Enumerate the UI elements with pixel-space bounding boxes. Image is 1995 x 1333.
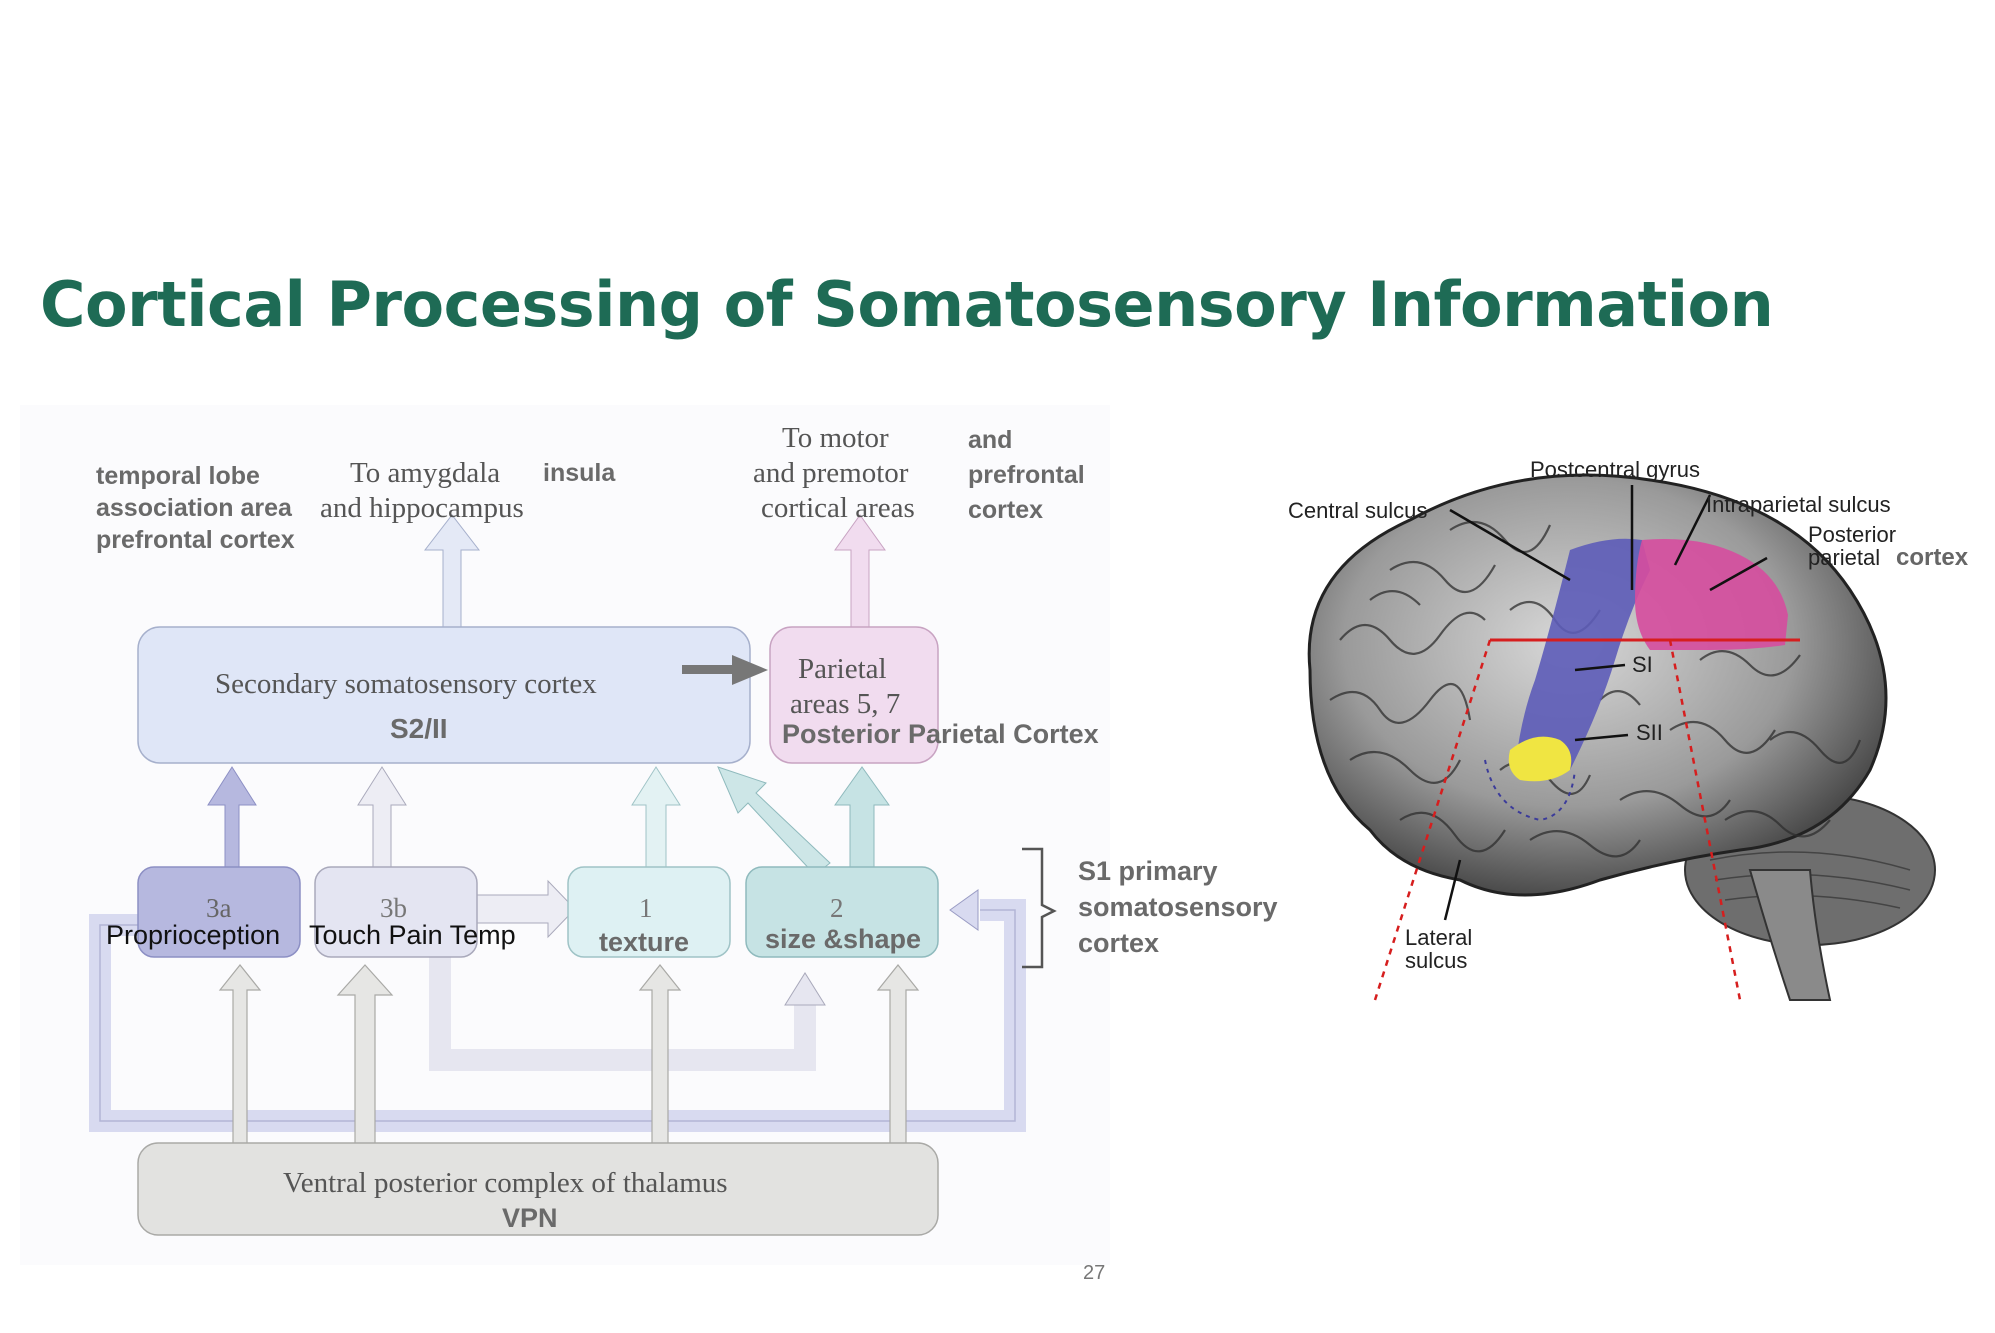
proprioception-label: Proprioception bbox=[106, 920, 281, 950]
area-2-box bbox=[745, 866, 939, 958]
motor-label-line2: and premotor bbox=[753, 457, 909, 489]
lateral-sulcus-label-line2: sulcus bbox=[1405, 948, 1468, 973]
central-sulcus-label: Central sulcus bbox=[1288, 498, 1428, 523]
arrow-s2-up bbox=[423, 514, 481, 632]
motor-label-line1: To motor bbox=[782, 422, 889, 454]
flow-diagram: temporal lobe association area prefronta… bbox=[20, 405, 1278, 1265]
leader-lines bbox=[1443, 485, 1768, 921]
touch-pain-temp-label: Touch Pain Temp bbox=[309, 920, 516, 950]
posterior-parietal-label-line2: parietal bbox=[1808, 545, 1881, 570]
thalamus-box-label: Ventral posterior complex of thalamus bbox=[283, 1167, 728, 1199]
sii-label: SII bbox=[1636, 720, 1663, 745]
feedback-arrowhead bbox=[949, 889, 979, 931]
area-3a-label: 3a bbox=[206, 893, 232, 923]
page-number: 27 bbox=[1083, 1262, 1106, 1284]
note-temporal: temporal lobe association area prefronta… bbox=[96, 460, 295, 556]
area-1-box bbox=[567, 866, 731, 958]
posterior-parietal-cortex-label: cortex bbox=[1896, 544, 1969, 571]
s1-note: S1 primary somatosensory cortex bbox=[1078, 853, 1278, 961]
amygdala-label-line1: To amygdala bbox=[350, 457, 501, 489]
thalamus-box bbox=[137, 1142, 939, 1236]
note-prefrontal-line2: prefrontal bbox=[968, 461, 1085, 489]
motor-label-line3: cortical areas bbox=[761, 492, 915, 524]
s1-bracket bbox=[1022, 847, 1057, 969]
note-temporal-line1: temporal lobe bbox=[96, 462, 260, 490]
parietal-label-line1: Parietal bbox=[798, 653, 887, 685]
brainstem bbox=[1748, 869, 1832, 1001]
sii-region bbox=[1508, 736, 1572, 782]
amygdala-label-line2: and hippocampus bbox=[320, 492, 524, 524]
loop-3b-to-2 bbox=[429, 953, 816, 1071]
note-temporal-line3: prefrontal cortex bbox=[96, 526, 295, 554]
note-temporal-line2: association area bbox=[96, 494, 292, 522]
parietal-box bbox=[769, 626, 939, 764]
secondary-box-label: Secondary somatosensory cortex bbox=[215, 668, 597, 700]
area-2-label: 2 bbox=[830, 893, 844, 923]
brain-illustration: Postcentral gyrus Central sulcus Intrapa… bbox=[1270, 440, 1990, 1020]
s1-note-line2: somatosensory bbox=[1078, 892, 1278, 922]
page-title: Cortical Processing of Somatosensory Inf… bbox=[40, 268, 1774, 341]
area-3b-label: 3b bbox=[380, 893, 407, 923]
texture-label: texture bbox=[599, 927, 690, 957]
note-prefrontal-line1: and bbox=[968, 426, 1013, 454]
note-prefrontal-line3: cortex bbox=[968, 496, 1044, 524]
s2-box bbox=[137, 626, 751, 764]
size-shape-label: size &shape bbox=[765, 924, 922, 954]
note-prefrontal: and prefrontal cortex bbox=[968, 423, 1085, 528]
postcentral-gyrus-label: Postcentral gyrus bbox=[1530, 457, 1700, 482]
parietal-label-line2: areas 5, 7 bbox=[790, 688, 901, 720]
arrow-3b-up bbox=[357, 766, 407, 872]
si-label: SI bbox=[1632, 652, 1653, 677]
s1-note-line3: cortex bbox=[1078, 928, 1160, 958]
area-1-label: 1 bbox=[639, 893, 653, 923]
gyri-texture bbox=[1329, 520, 1862, 858]
area-3a-box bbox=[137, 866, 301, 958]
intraparietal-sulcus-label: Intraparietal sulcus bbox=[1706, 492, 1891, 517]
arrow-1-up bbox=[631, 766, 681, 872]
arrow-2-to-s2 bbox=[717, 766, 831, 876]
secondary-abbrev: S2/II bbox=[390, 713, 448, 744]
lateral-sulcus-label-line1: Lateral bbox=[1405, 925, 1473, 950]
flow-diagram-graphics bbox=[89, 514, 1057, 1236]
arrow-s2-to-parietal bbox=[732, 655, 768, 685]
posterior-parietal-label: Posterior Parietal Cortex bbox=[782, 719, 1099, 749]
si-region bbox=[1515, 538, 1650, 775]
insula-label: insula bbox=[543, 459, 616, 487]
thalamus-abbrev: VPN bbox=[502, 1203, 558, 1233]
thalamus-up-arrows bbox=[218, 964, 920, 1146]
area-3b-box bbox=[314, 866, 478, 958]
arrow-parietal-up bbox=[834, 514, 886, 632]
arrow-3b-to-1 bbox=[474, 879, 576, 939]
brain-graphics bbox=[1307, 473, 1936, 1001]
arrow-3a-up bbox=[207, 766, 257, 872]
posterior-parietal-label-line1: Posterior bbox=[1808, 522, 1897, 547]
s1-note-line1: S1 primary bbox=[1078, 856, 1218, 886]
arrow-2-up bbox=[834, 766, 890, 872]
